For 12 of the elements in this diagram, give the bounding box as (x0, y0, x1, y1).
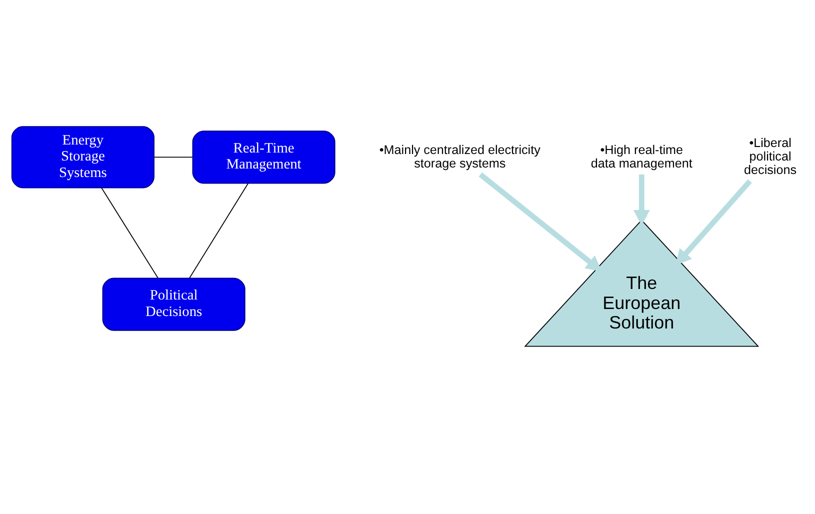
node-box: Real-Time Management (192, 130, 336, 184)
connector (154, 156, 193, 158)
node-text: •Liberal political decisions (744, 136, 797, 177)
node-box: Political Decisions (102, 277, 246, 330)
node-text: •Mainly centralized electricity storage systems (379, 142, 540, 170)
arrow (478, 172, 602, 272)
connector (189, 182, 249, 278)
arrow (633, 174, 650, 226)
connector (101, 186, 158, 278)
arrow (675, 178, 752, 265)
node-text: •High real-time data management (590, 142, 692, 170)
node-box: Energy Storage Systems (11, 126, 154, 188)
